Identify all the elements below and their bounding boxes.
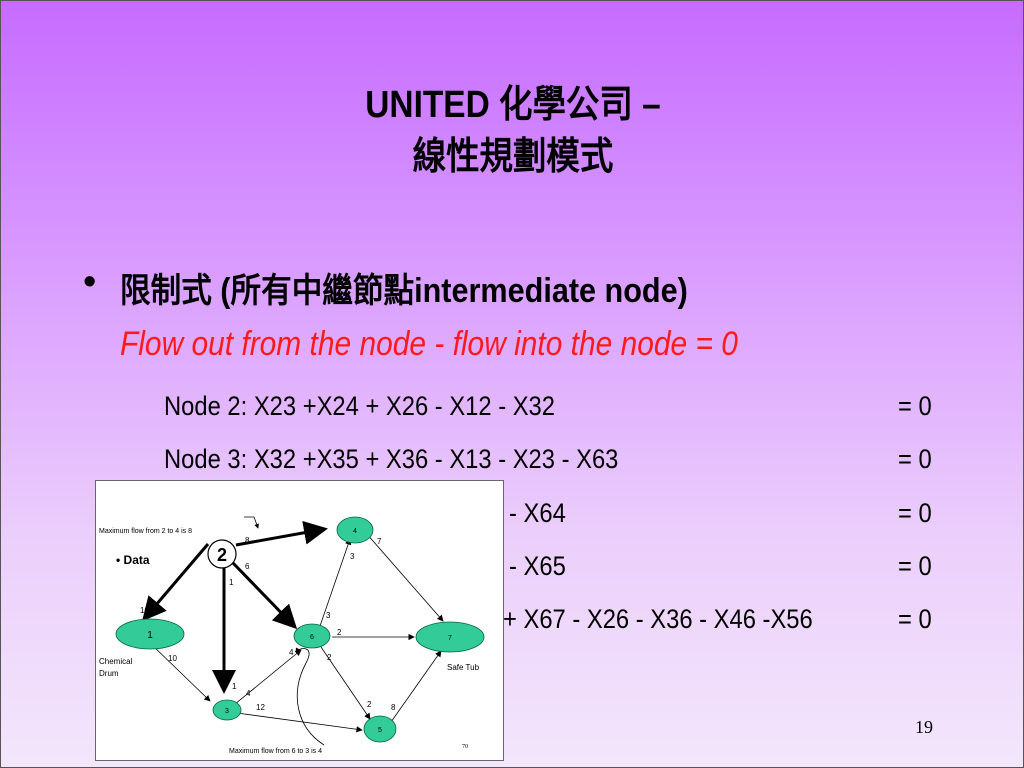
- corner-number: 70: [462, 744, 468, 750]
- node-7: 7: [415, 621, 485, 653]
- edge-label-3-6: 4: [246, 689, 251, 698]
- annotation-top: Maximum flow from 2 to 4 is 8: [99, 528, 192, 535]
- annotation-bottom: Maximum flow from 6 to 3 is 4: [229, 748, 322, 755]
- edge-label-4-6: 3: [350, 552, 355, 561]
- edge-label-6-5: 2: [327, 653, 332, 662]
- edge-label-5-6: 2: [367, 700, 372, 709]
- equation-node-5-tail: - X65: [509, 551, 566, 581]
- node-3: 3: [212, 699, 242, 721]
- bullet-icon: •: [83, 261, 97, 303]
- node-5-label: 5: [378, 727, 382, 734]
- node-6: 6: [293, 623, 331, 649]
- edge-label-3-5: 12: [256, 703, 265, 712]
- equation-node-4-tail: - X64: [509, 498, 566, 528]
- source-label-line-2: Drum: [99, 669, 119, 678]
- network-diagram-svg: 1 2 3 4 5 6 7: [99, 516, 485, 755]
- edge-1-3: [150, 643, 211, 702]
- equation-node-4-rhs: = 0: [898, 498, 932, 528]
- annotation-pointer-bottom: [295, 647, 325, 746]
- edge-3-6: [228, 649, 302, 710]
- edge-label-6-3: 4: [289, 648, 294, 657]
- edge-label-6-4: 3: [326, 611, 331, 620]
- equation-node-2-rhs: = 0: [898, 391, 932, 421]
- title-line-2: 線性規劃模式: [412, 136, 614, 178]
- edge-2-4-bold: [235, 520, 328, 547]
- data-bullet: • Data: [116, 553, 150, 567]
- slide-title: UNITED 化學公司 – 線性規劃模式: [62, 79, 963, 183]
- sink-label: Safe Tub: [447, 663, 480, 672]
- edge-6-4: [319, 538, 352, 627]
- node-5: 5: [363, 715, 397, 743]
- page-number: 19: [915, 717, 933, 737]
- edge-label-4-7: 7: [377, 537, 382, 546]
- equation-node-3-rhs: = 0: [898, 444, 932, 474]
- network-diagram: 1 2 3 4 5 6 7: [95, 480, 504, 761]
- equation-node-5-rhs: = 0: [898, 551, 932, 581]
- node-2-label: 2: [217, 545, 227, 565]
- annotation-pointer: [244, 516, 259, 529]
- edge-4-7: [365, 532, 444, 622]
- edge-label-1-3: 10: [168, 654, 177, 663]
- node-4-label: 4: [353, 528, 357, 535]
- bullet-text: 限制式 (所有中繼節點intermediate node): [120, 272, 688, 310]
- edge-label-2-6: 6: [245, 562, 250, 571]
- edge-label-2-4: 8: [245, 536, 250, 545]
- edge-6-5: [320, 646, 371, 720]
- edge-2-6-bold: [231, 561, 298, 630]
- node-1: 1: [115, 618, 185, 650]
- node-3-label: 3: [225, 708, 229, 715]
- flow-rule-text: Flow out from the node - flow into the n…: [120, 325, 738, 363]
- edge-label-2-3: 1: [229, 578, 234, 587]
- title-line-1: UNITED 化學公司 –: [365, 84, 661, 126]
- source-label-line-1: Chemical: [99, 657, 133, 666]
- edge-2-1-bold: [142, 543, 210, 622]
- node-4: 4: [336, 516, 374, 544]
- edge-label-5-7: 8: [391, 703, 396, 712]
- equation-node-6-tail: + X67 - X26 - X36 - X46 -X56: [503, 604, 813, 634]
- node-1-label: 1: [147, 630, 153, 641]
- edge-label-6-7: 2: [337, 628, 342, 637]
- equation-node-3: Node 3: X32 +X35 + X36 - X13 - X23 - X63: [164, 444, 619, 474]
- equation-node-6-rhs: = 0: [898, 604, 932, 634]
- equation-node-2: Node 2: X23 +X24 + X26 - X12 - X32: [164, 391, 555, 421]
- edge-label-3-1: 1: [232, 682, 237, 691]
- edge-5-7: [390, 650, 442, 723]
- edge-label-2-1: 10: [140, 606, 149, 615]
- node-2: 2: [207, 539, 237, 569]
- node-6-label: 6: [310, 634, 314, 641]
- edge-3-5: [236, 712, 363, 733]
- node-7-label: 7: [448, 635, 452, 642]
